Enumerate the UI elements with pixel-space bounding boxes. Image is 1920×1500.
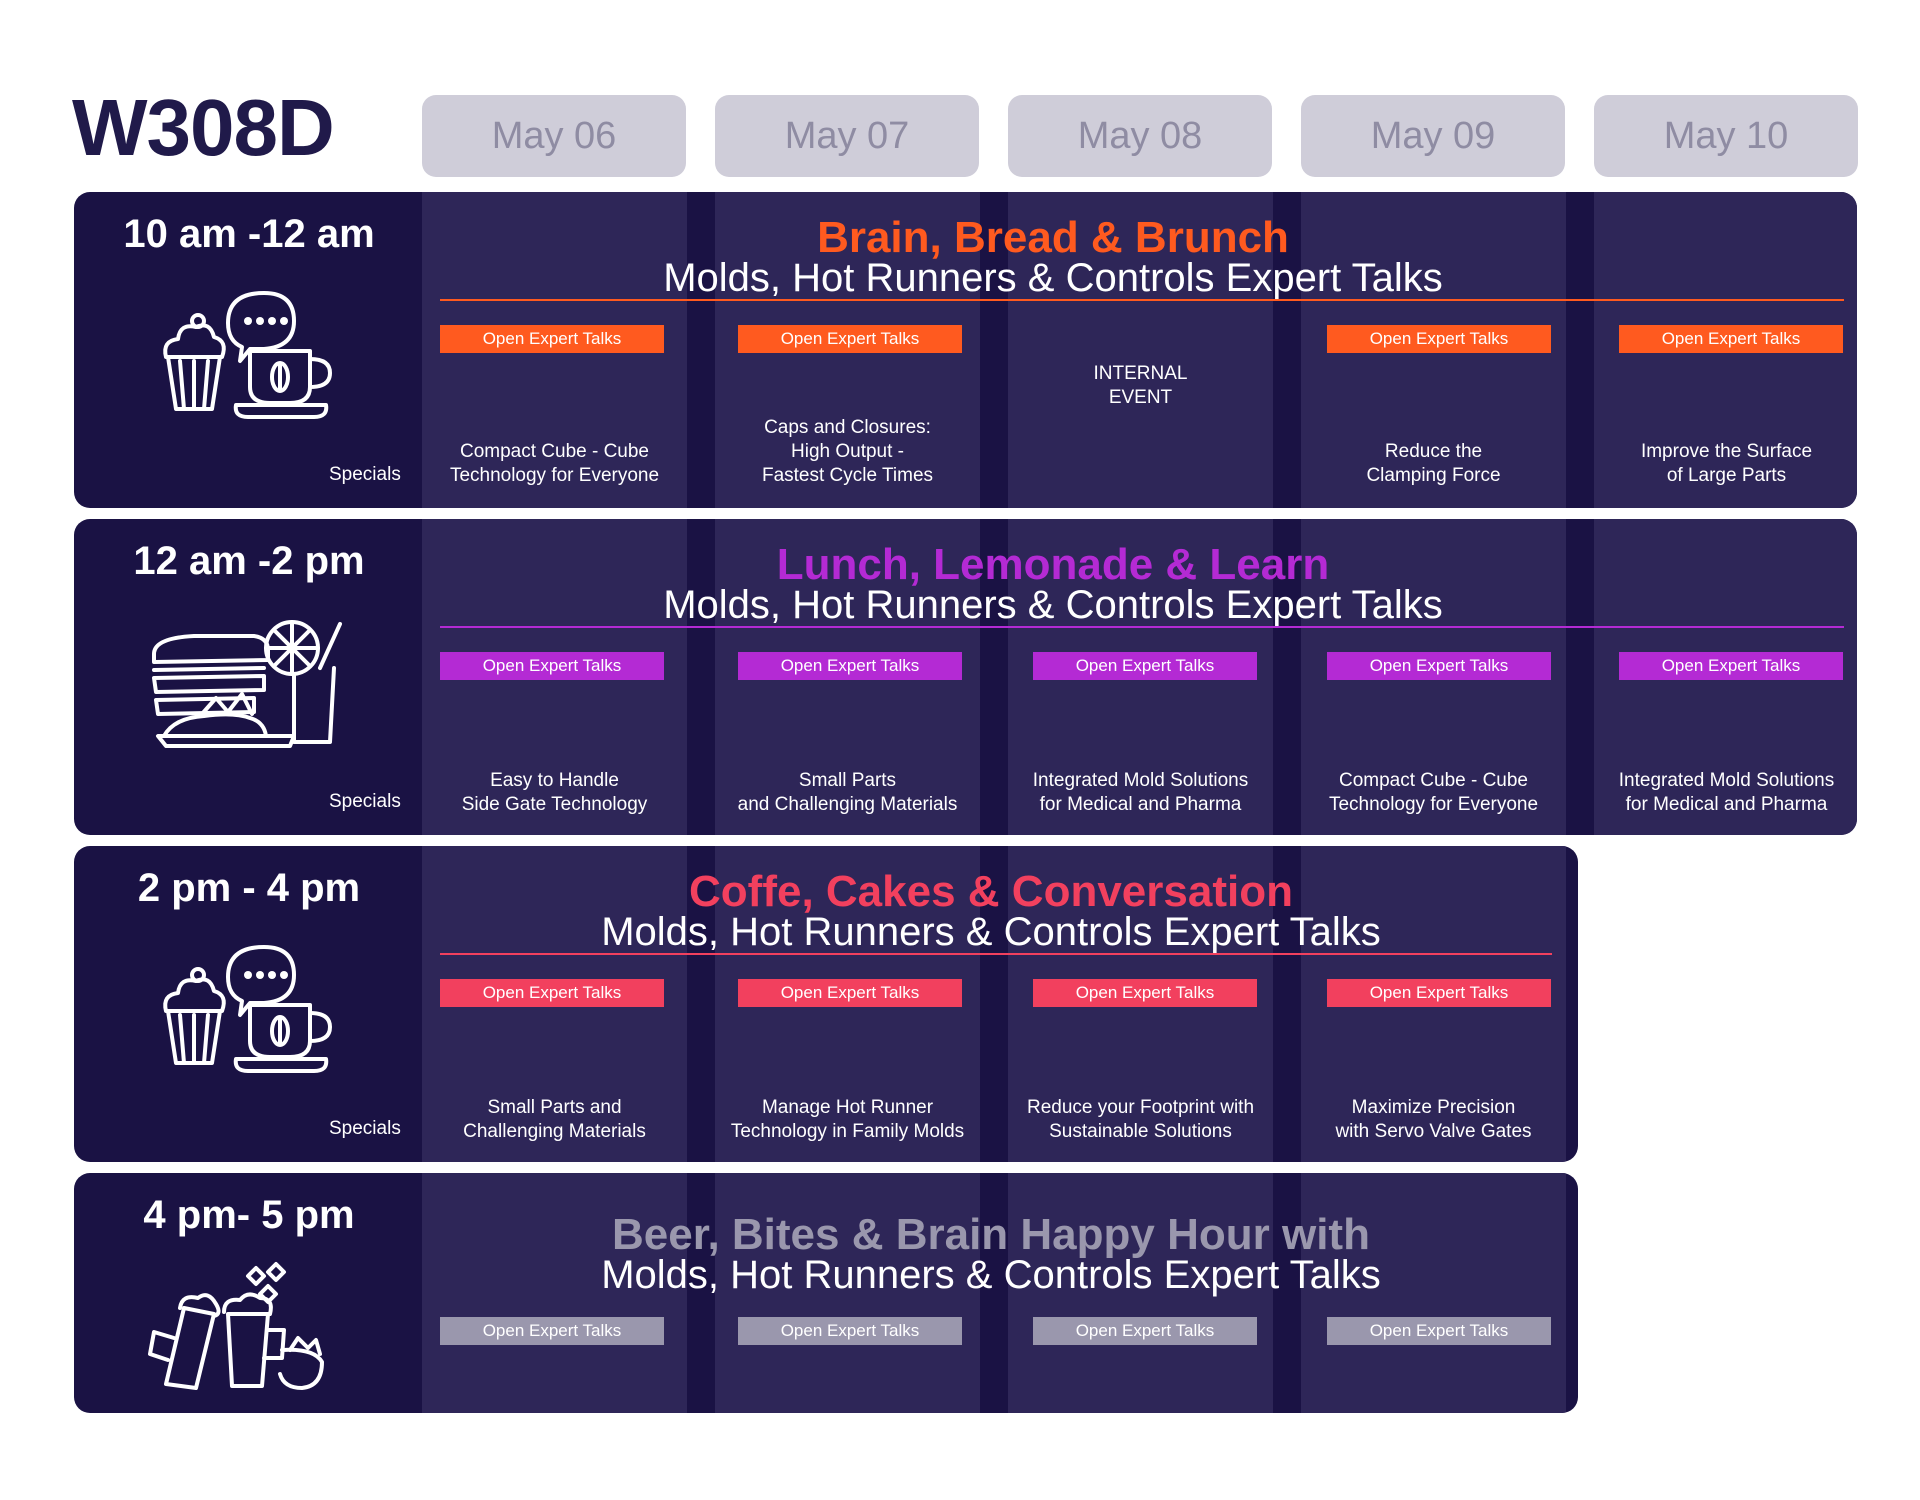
session-title: Lunch, Lemonade & Learn <box>776 540 1330 589</box>
session-title: Beer, Bites & Brain Happy Hour with <box>612 1210 1370 1259</box>
time-slot-label: 4 pm- 5 pm <box>143 1193 355 1237</box>
session-title: Coffe, Cakes & Conversation <box>689 867 1293 916</box>
specials-label: Specials <box>329 791 401 812</box>
session-divider <box>440 299 1844 301</box>
internal-event-label: INTERNAL EVENT <box>1093 363 1188 408</box>
open-expert-talks-tag[interactable]: Open Expert Talks <box>1619 652 1843 680</box>
session-divider <box>440 626 1844 628</box>
open-expert-talks-tag[interactable]: Open Expert Talks <box>440 325 664 353</box>
talk-title: Reduce your Footprint with Sustainable S… <box>1026 1097 1255 1142</box>
open-expert-talks-tag[interactable]: Open Expert Talks <box>1327 979 1551 1007</box>
day-column <box>1008 192 1273 508</box>
open-expert-talks-tag[interactable]: Open Expert Talks <box>1327 325 1551 353</box>
date-tab-may-10: May 10 <box>1594 95 1858 177</box>
talk-title: Manage Hot Runner Technology in Family M… <box>730 1097 965 1142</box>
session-subtitle: Molds, Hot Runners & Controls Expert Tal… <box>663 583 1443 627</box>
open-expert-talks-tag[interactable]: Open Expert Talks <box>1327 1317 1551 1345</box>
talk-title: Small Parts and Challenging Materials <box>737 770 958 815</box>
date-tab-may-07: May 07 <box>715 95 979 177</box>
talk-title: Integrated Mold Solutions for Medical an… <box>1032 770 1249 815</box>
schedule-row-happy-hour: 4 pm- 5 pm Beer, Bites & Brain Happy Hou… <box>74 1173 1578 1413</box>
day-column <box>1301 1173 1566 1413</box>
talk-title: Compact Cube - Cube Technology for Every… <box>1328 770 1539 815</box>
day-column <box>422 1173 687 1413</box>
open-expert-talks-tag[interactable]: Open Expert Talks <box>1619 325 1843 353</box>
talk-title: Easy to Handle Side Gate Technology <box>461 770 648 815</box>
specials-label: Specials <box>329 464 401 485</box>
sandwich-lemonade-icon <box>152 620 342 748</box>
date-tab-may-06: May 06 <box>422 95 686 177</box>
date-tab-may-08: May 08 <box>1008 95 1272 177</box>
talk-title: Improve the Surface of Large Parts <box>1640 441 1813 486</box>
room-title: W308D <box>72 83 335 172</box>
open-expert-talks-tag[interactable]: Open Expert Talks <box>738 652 962 680</box>
open-expert-talks-tag[interactable]: Open Expert Talks <box>440 652 664 680</box>
open-expert-talks-tag[interactable]: Open Expert Talks <box>440 979 664 1007</box>
schedule-row-lunch: 12 am -2 pm Specials Lunch, Lemonade & L… <box>74 519 1857 835</box>
time-slot-label: 12 am -2 pm <box>133 539 365 583</box>
session-title: Brain, Bread & Brunch <box>817 213 1289 262</box>
coffee-cupcake-icon <box>163 945 332 1073</box>
date-tab-may-09: May 09 <box>1301 95 1565 177</box>
day-column <box>1008 1173 1273 1413</box>
session-divider <box>440 953 1552 955</box>
session-subtitle: Molds, Hot Runners & Controls Expert Tal… <box>601 910 1381 954</box>
open-expert-talks-tag[interactable]: Open Expert Talks <box>738 979 962 1007</box>
talk-title: Integrated Mold Solutions for Medical an… <box>1618 770 1835 815</box>
open-expert-talks-tag[interactable]: Open Expert Talks <box>1033 1317 1257 1345</box>
time-slot-label: 2 pm - 4 pm <box>137 866 361 910</box>
schedule-row-brunch: 10 am -12 am Specials Brain, Bread & Bru… <box>74 192 1857 508</box>
session-subtitle: Molds, Hot Runners & Controls Expert Tal… <box>601 1253 1381 1297</box>
talk-title: Caps and Closures: High Output - Fastest… <box>761 417 934 486</box>
talk-title: Compact Cube - Cube Technology for Every… <box>449 441 660 486</box>
talk-title: Reduce the Clamping Force <box>1366 441 1501 486</box>
open-expert-talks-tag[interactable]: Open Expert Talks <box>1033 652 1257 680</box>
open-expert-talks-tag[interactable]: Open Expert Talks <box>1327 652 1551 680</box>
schedule-row-coffee: 2 pm - 4 pm Specials Coffe, Cakes & Conv… <box>74 846 1578 1162</box>
open-expert-talks-tag[interactable]: Open Expert Talks <box>1033 979 1257 1007</box>
specials-label: Specials <box>329 1118 401 1139</box>
talk-title: Small Parts and Challenging Materials <box>463 1097 646 1142</box>
day-column <box>715 1173 980 1413</box>
coffee-cupcake-icon <box>163 291 332 419</box>
talk-title: Maximize Precision with Servo Valve Gate… <box>1335 1097 1532 1142</box>
session-subtitle: Molds, Hot Runners & Controls Expert Tal… <box>663 256 1443 300</box>
open-expert-talks-tag[interactable]: Open Expert Talks <box>440 1317 664 1345</box>
open-expert-talks-tag[interactable]: Open Expert Talks <box>738 1317 962 1345</box>
open-expert-talks-tag[interactable]: Open Expert Talks <box>738 325 962 353</box>
time-slot-label: 10 am -12 am <box>123 212 375 256</box>
beer-snacks-icon <box>148 1262 324 1390</box>
